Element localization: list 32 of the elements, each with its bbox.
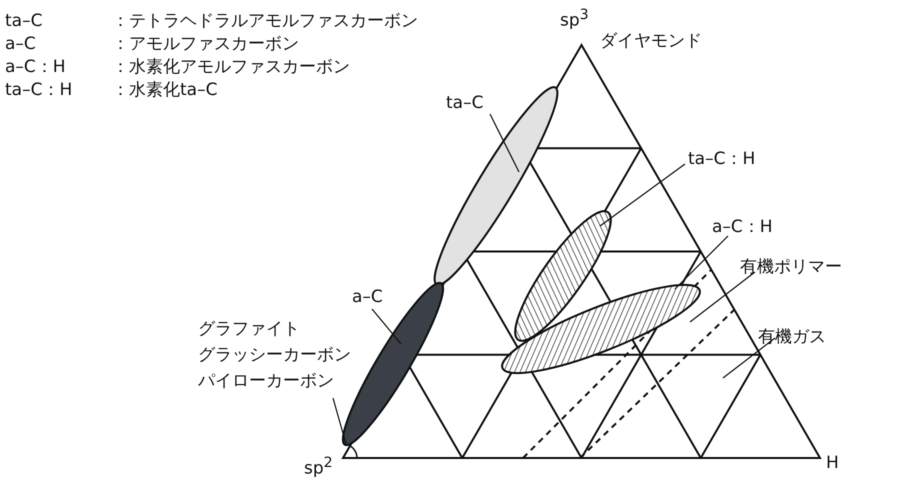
leader-line <box>690 272 756 322</box>
material-label: a–C：H <box>712 216 773 238</box>
hatched-region-ellipse <box>514 210 612 342</box>
material-label: a–C <box>352 286 383 308</box>
key-description: ：水素化アモルファスカーボン <box>112 56 350 78</box>
key-description: ：水素化ta–C <box>112 79 218 101</box>
leader-line <box>489 114 520 172</box>
material-label: ta–C：H <box>688 148 756 170</box>
material-label: パイローカーボン <box>198 370 335 392</box>
material-label: ta–C <box>446 92 484 114</box>
key-term: ta–C：H <box>5 79 72 101</box>
corner-label: sp$^{3}$ <box>560 6 589 32</box>
corner-arc <box>350 445 358 458</box>
region-label: ダイヤモンド <box>600 30 702 52</box>
material-label: グラファイト <box>198 318 301 340</box>
key-term: a–C：H <box>5 56 66 78</box>
key-description: ：テトラヘドラルアモルファスカーボン <box>112 10 418 32</box>
material-label: グラッシーカーボン <box>198 344 351 366</box>
region-ellipse <box>434 86 558 286</box>
material-label: 有機ガス <box>758 326 826 348</box>
corner-label: sp$^{2}$ <box>304 454 333 480</box>
leader-line <box>332 398 347 444</box>
key-term: a–C <box>5 33 36 55</box>
leader-line <box>372 308 402 344</box>
leader-line <box>722 338 776 378</box>
material-label: 有機ポリマー <box>740 256 842 278</box>
key-term: ta–C <box>5 10 42 32</box>
leader-line <box>600 164 686 226</box>
leader-line <box>674 236 728 290</box>
key-description: ：アモルファスカーボン <box>112 33 299 55</box>
corner-label: H <box>826 452 839 474</box>
hatched-region-ellipse <box>501 284 701 374</box>
